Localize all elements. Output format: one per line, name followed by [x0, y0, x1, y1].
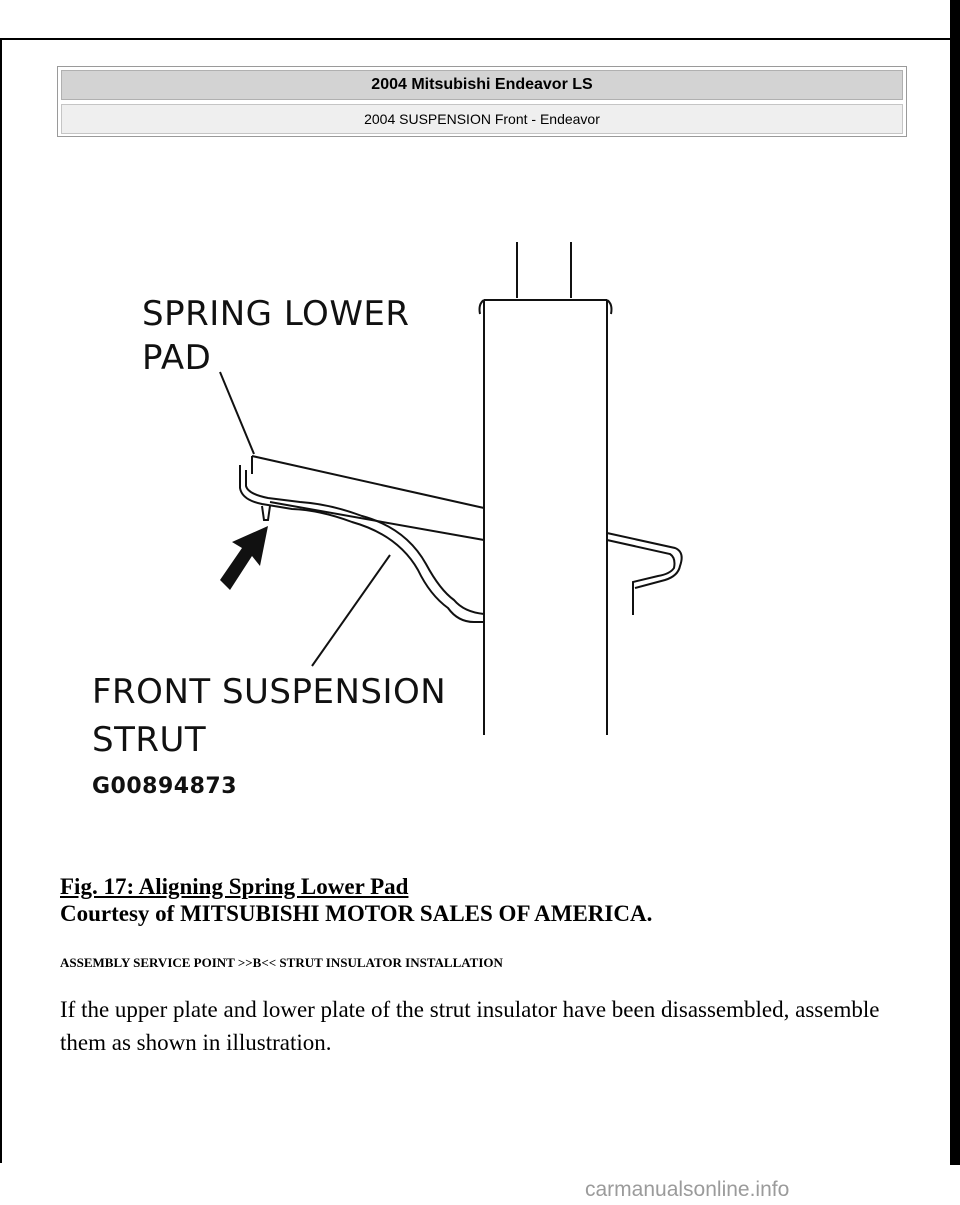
label-spring-lower-pad-line1: SPRING LOWER [142, 294, 410, 334]
section-body: If the upper plate and lower plate of th… [60, 997, 880, 1055]
figure-caption-title: Fig. 17: Aligning Spring Lower Pad [60, 874, 409, 899]
document-header: 2004 Mitsubishi Endeavor LS 2004 SUSPENS… [57, 66, 907, 137]
page-border-top [0, 38, 960, 40]
figure-code: G00894873 [92, 774, 238, 799]
section-heading: ASSEMBLY SERVICE POINT >>B<< STRUT INSUL… [60, 955, 503, 970]
page-border-left [0, 38, 2, 1163]
header-subtitle: 2004 SUSPENSION Front - Endeavor [61, 104, 903, 134]
figure-illustration: SPRING LOWER PAD FRONT SUSPENSION STRUT … [80, 230, 700, 810]
strut-drawing [219, 242, 683, 735]
label-spring-lower-pad-line2: PAD [142, 338, 212, 378]
label-front-suspension-strut-line1: FRONT SUSPENSION [92, 672, 447, 712]
page-border-right [950, 0, 960, 1165]
header-title: 2004 Mitsubishi Endeavor LS [61, 70, 903, 100]
watermark: carmanualsonline.info [585, 1178, 790, 1201]
figure-caption-courtesy: Courtesy of MITSUBISHI MOTOR SALES OF AM… [60, 901, 653, 926]
label-front-suspension-strut-line2: STRUT [92, 720, 207, 760]
